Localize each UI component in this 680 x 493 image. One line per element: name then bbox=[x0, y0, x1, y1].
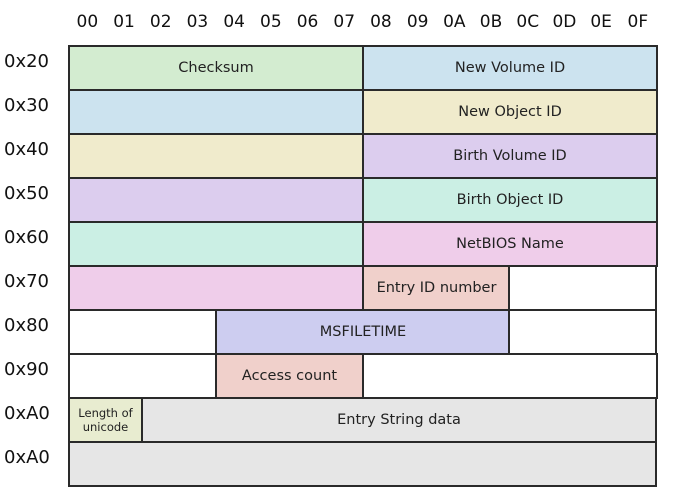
column-label: 00 bbox=[76, 12, 99, 32]
column-label: 05 bbox=[260, 12, 282, 32]
column-label: 0A bbox=[443, 12, 466, 32]
column-label: 01 bbox=[113, 12, 135, 32]
field-checksum: Checksum bbox=[68, 45, 364, 91]
field-new-object-id: New Object ID bbox=[362, 89, 658, 135]
row-offset-label: 0xA0 bbox=[4, 447, 50, 468]
row-offset-label: 0x30 bbox=[4, 95, 50, 116]
field-entry-string-data: Entry String data bbox=[141, 397, 657, 443]
field-empty-90a bbox=[68, 353, 217, 399]
field-netbios-name: NetBIOS Name bbox=[362, 221, 658, 267]
column-label: 0B bbox=[479, 12, 503, 32]
row-offset-label: 0x50 bbox=[4, 183, 50, 204]
row-offset-label: 0x80 bbox=[4, 315, 50, 336]
row-offset-label: 0x20 bbox=[4, 51, 50, 72]
column-label: 09 bbox=[406, 12, 429, 32]
column-label: 0D bbox=[552, 12, 577, 32]
field-length-of-unicode: Length of unicode bbox=[68, 397, 143, 443]
field-access-count: Access count bbox=[215, 353, 364, 399]
column-label: 0C bbox=[516, 12, 540, 32]
row-offset-label: 0x40 bbox=[4, 139, 50, 160]
column-label: 06 bbox=[296, 12, 319, 32]
field-empty-90b bbox=[362, 353, 658, 399]
field-birth-volume-id-cont bbox=[68, 177, 364, 223]
column-label: 02 bbox=[149, 12, 172, 32]
column-label: 0F bbox=[627, 12, 649, 32]
field-new-volume-id-cont bbox=[68, 89, 364, 135]
row-offset-label: 0x90 bbox=[4, 359, 50, 380]
field-netbios-name-cont bbox=[68, 265, 364, 311]
field-entry-string-data-cont bbox=[68, 441, 657, 487]
column-label: 08 bbox=[370, 12, 392, 32]
column-label: 0E bbox=[590, 12, 612, 32]
field-birth-object-id-cont bbox=[68, 221, 364, 267]
column-label: 04 bbox=[223, 12, 245, 32]
column-label: 03 bbox=[186, 12, 209, 32]
field-empty-80b bbox=[508, 309, 657, 355]
field-entry-id-number: Entry ID number bbox=[362, 265, 511, 311]
row-offset-label: 0x60 bbox=[4, 227, 50, 248]
field-new-volume-id: New Volume ID bbox=[362, 45, 658, 91]
row-offset-label: 0x70 bbox=[4, 271, 50, 292]
column-label: 07 bbox=[333, 12, 356, 32]
field-new-object-id-cont bbox=[68, 133, 364, 179]
field-birth-object-id: Birth Object ID bbox=[362, 177, 658, 223]
row-offset-label: 0xA0 bbox=[4, 403, 50, 424]
field-birth-volume-id: Birth Volume ID bbox=[362, 133, 658, 179]
field-empty-70 bbox=[508, 265, 657, 311]
field-msfiletime: MSFILETIME bbox=[215, 309, 511, 355]
field-empty-80a bbox=[68, 309, 217, 355]
